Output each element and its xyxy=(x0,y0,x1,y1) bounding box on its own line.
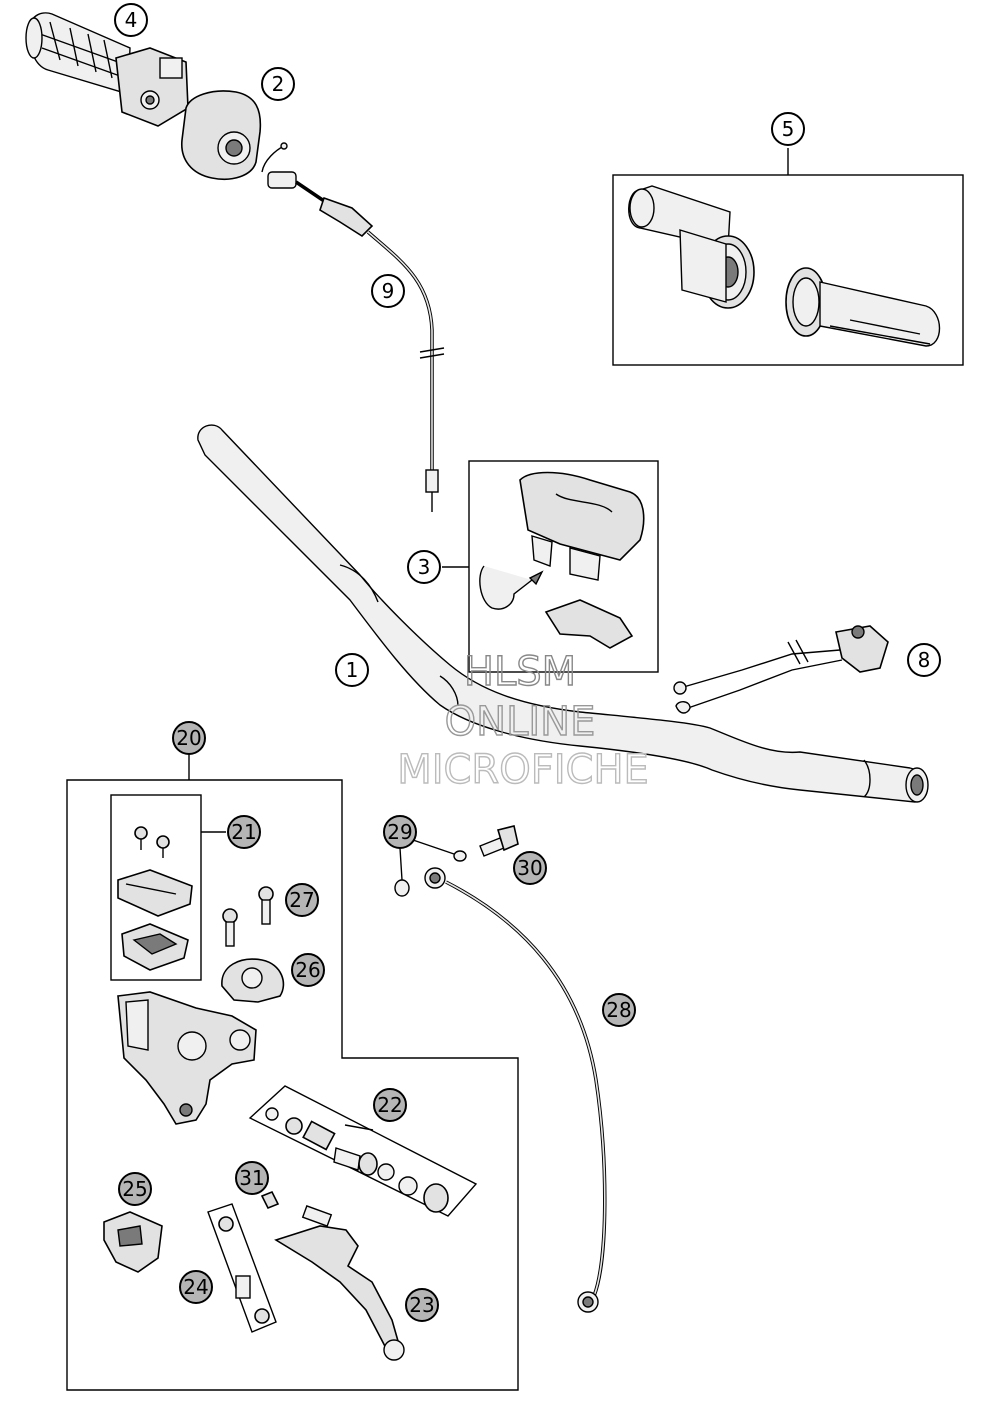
callout-9-circle xyxy=(371,274,405,308)
callout-24-label: 24 xyxy=(183,1275,208,1299)
callout-22-label: 22 xyxy=(377,1093,402,1117)
watermark-line-3: MICROFICHE xyxy=(397,747,649,793)
callout-23-label: 23 xyxy=(409,1293,434,1317)
callout-3-label: 3 xyxy=(418,555,431,579)
piston-kit xyxy=(248,1085,478,1217)
callout-21-label: 21 xyxy=(231,820,256,844)
callout-31-circle xyxy=(235,1161,269,1195)
callout-2: 2 xyxy=(261,67,295,101)
callout-2-label: 2 xyxy=(272,72,285,96)
callout-4-label: 4 xyxy=(125,8,138,32)
callout-20: 20 xyxy=(172,721,206,755)
master-cylinder-box xyxy=(66,753,519,1391)
callout-30-label: 30 xyxy=(517,856,542,880)
handlebar-pad xyxy=(442,460,659,673)
callout-22-circle xyxy=(373,1088,407,1122)
callout-30-circle xyxy=(513,851,547,885)
callout-8-label: 8 xyxy=(918,648,931,672)
callout-24-circle xyxy=(179,1270,213,1304)
callout-1: 1 xyxy=(335,653,369,687)
lever-parts xyxy=(103,1190,405,1361)
callout-24: 24 xyxy=(179,1270,213,1304)
watermark: HLSM ONLINE MICROFICHE xyxy=(396,648,649,793)
callout-25-label: 25 xyxy=(122,1177,147,1201)
clamp-bolts xyxy=(221,886,285,1003)
master-cylinder-body xyxy=(117,991,257,1125)
callout-27-circle xyxy=(285,883,319,917)
callout-23: 23 xyxy=(405,1288,439,1322)
callout-29: 29 xyxy=(383,815,417,849)
leader-lines xyxy=(344,1124,374,1131)
callout-22: 22 xyxy=(373,1088,407,1122)
throttle-cable xyxy=(261,142,445,512)
callout-1-label: 1 xyxy=(346,658,359,682)
callout-20-label: 20 xyxy=(176,726,201,750)
callout-4: 4 xyxy=(114,3,148,37)
callout-25: 25 xyxy=(118,1172,152,1206)
callout-29-label: 29 xyxy=(387,820,412,844)
callout-3-circle xyxy=(407,550,441,584)
callout-8: 8 xyxy=(907,643,941,677)
callout-23-circle xyxy=(405,1288,439,1322)
callout-21: 21 xyxy=(227,815,261,849)
callout-31: 31 xyxy=(235,1161,269,1195)
callout-27-label: 27 xyxy=(289,888,314,912)
callout-28: 28 xyxy=(602,993,636,1027)
callout-25-circle xyxy=(118,1172,152,1206)
callout-26-circle xyxy=(291,953,325,987)
callout-4-circle xyxy=(114,3,148,37)
callout-26-label: 26 xyxy=(295,958,320,982)
reservoir-cover xyxy=(117,826,193,971)
callout-5-label: 5 xyxy=(782,117,795,141)
kill-switch xyxy=(673,625,889,714)
callout-5-circle xyxy=(771,112,805,146)
callout-30: 30 xyxy=(513,851,547,885)
throttle-housing-cover xyxy=(181,90,262,180)
callout-26: 26 xyxy=(291,953,325,987)
callout-3: 3 xyxy=(407,550,441,584)
callout-21-circle xyxy=(227,815,261,849)
callout-20-circle xyxy=(172,721,206,755)
handlebar xyxy=(197,424,929,803)
callout-29-circle xyxy=(383,815,417,849)
watermark-line-2: ONLINE xyxy=(445,699,596,745)
callout-9: 9 xyxy=(371,274,405,308)
callout-8-circle xyxy=(907,643,941,677)
callout-31-label: 31 xyxy=(239,1166,264,1190)
callout-28-label: 28 xyxy=(606,998,631,1022)
callout-28-circle xyxy=(602,993,636,1027)
brake-line xyxy=(394,825,607,1313)
callout-5: 5 xyxy=(771,112,805,146)
callout-9-label: 9 xyxy=(382,279,395,303)
grip-set xyxy=(612,148,964,366)
callout-27: 27 xyxy=(285,883,319,917)
watermark-line-1: HLSM xyxy=(464,649,576,695)
throttle-grip xyxy=(25,12,189,127)
callout-1-circle xyxy=(335,653,369,687)
callout-2-circle xyxy=(261,67,295,101)
